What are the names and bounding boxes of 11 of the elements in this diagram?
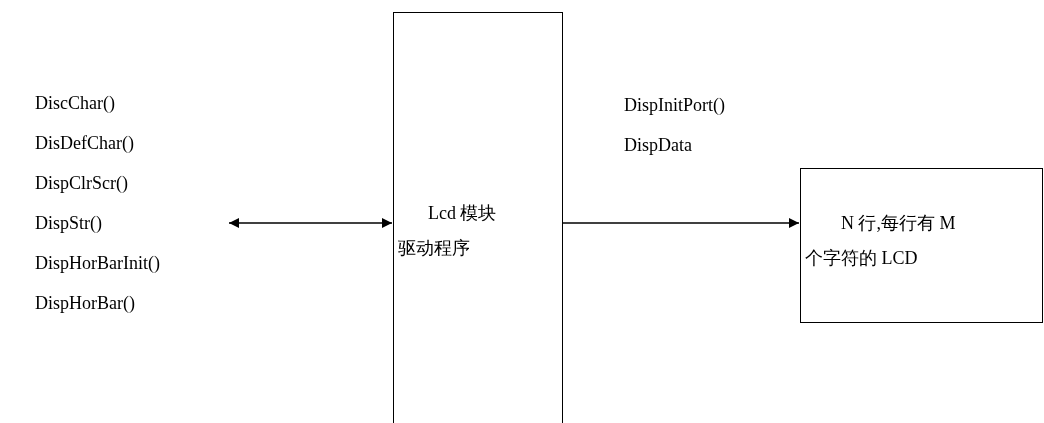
arrow <box>228 218 393 228</box>
edge-label: DispInitPort() DispData <box>623 94 726 157</box>
function-name: DispStr() <box>35 212 103 235</box>
function-name: DispClrScr() <box>35 172 129 195</box>
function-name: DispHorBar() <box>35 292 136 315</box>
arrow <box>562 218 800 228</box>
driver-box: Lcd 模块驱动程序 <box>393 12 563 423</box>
function-name: DispHorBarInit() <box>35 252 161 275</box>
function-name: DisDefChar() <box>35 132 135 155</box>
function-name: DiscChar() <box>35 92 116 115</box>
lcd-display-box: N 行,每行有 M 个字符的 LCD <box>800 168 1043 323</box>
